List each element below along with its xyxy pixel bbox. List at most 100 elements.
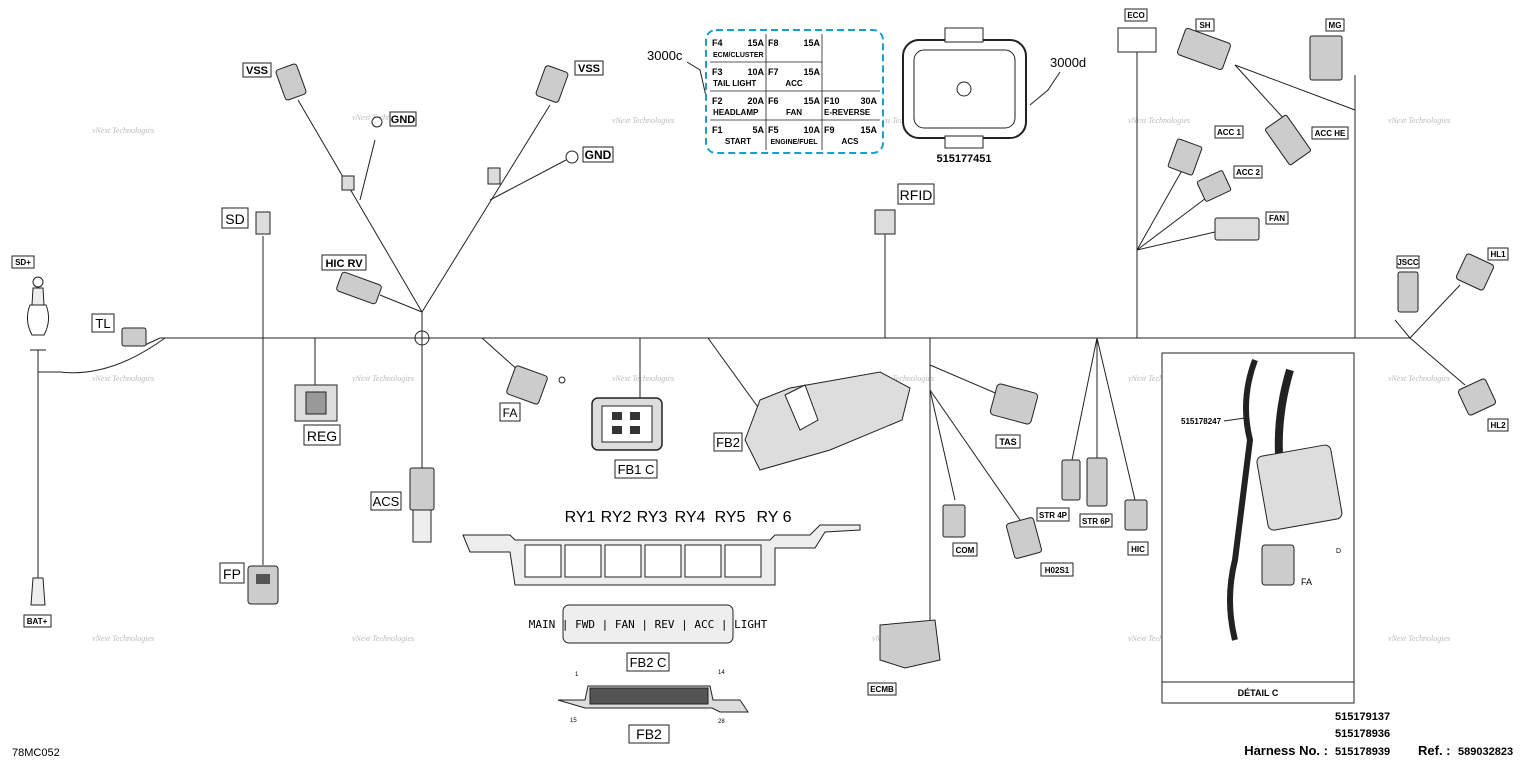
mg-connector: MG [1309,18,1345,81]
h02s1-connector: H02S1 [1005,517,1074,577]
fuse-f5-name: ENGINE/FUEL [770,139,818,146]
vss-left-label-box [242,62,272,78]
gnd-right-label: GND [585,148,612,162]
vss-right-label: VSS [578,63,600,75]
vss-left-wire [297,99,423,313]
tas-plug-icon [989,383,1039,425]
hl2-label-box [1487,418,1509,432]
fb2-latch-icon [784,384,819,431]
acs-label: ACS [373,494,400,509]
fp-label: FP [223,566,241,582]
fb2-wire [707,337,761,411]
fb1c-connector: FB1 C [591,397,663,479]
fuse-f2-amp: 20A [747,96,764,106]
acc1-wire [1136,164,1186,251]
str4p-connector: STR 4P [1036,459,1081,522]
fb2c-label: FB2 C [630,655,667,670]
watermark: vNext Technologies [1388,374,1450,383]
relay-label-ry3: RY3 [637,509,668,526]
fb2-bottom-label-box [628,724,670,744]
com-wire [929,389,956,501]
detail-c: DÉTAIL C 515178247 FA D [1161,352,1355,704]
acs-connector: ACS [370,467,435,543]
jscc-label-box [1396,255,1420,269]
fp-connector: FP [219,562,279,605]
fa-label: FA [503,406,518,420]
fuse-f6-amp: 15A [803,96,820,106]
gnd-left-label: GND [391,114,416,126]
str6p-connector: STR 6P [1079,457,1113,528]
tl-connector: TL [91,313,147,347]
fuse-cells: F4 15A ECM/CLUSTER F8 15A F3 10A TAIL LI… [712,38,877,146]
watermark: vNext Technologies [352,113,414,122]
acc1-label-box [1214,125,1244,139]
fuse-f4-amp: 15A [747,38,764,48]
hic-wire [1096,337,1136,501]
tl-label-box [91,313,115,333]
fuse-f4-name: ECM/CLUSTER [713,52,764,59]
fuse-f2-name: HEADLAMP [713,108,759,117]
fa-mount-icon [558,376,566,384]
relay-box: 515177451 3000d [902,27,1086,165]
footer: 78MC052 515179137 515178936 Harness No. … [12,711,1513,759]
fa-label-box [499,402,521,422]
bat-plus-terminal-icon [30,577,46,606]
acc1-plug-icon [1167,138,1203,176]
acc-he-label: ACC HE [1315,129,1346,138]
tas-label: TAS [999,437,1016,447]
fuse-f5-id: F5 [768,125,779,135]
hl2-label: HL2 [1490,421,1506,430]
hl1-label-box [1487,247,1509,261]
relay-box-inner [913,49,1016,129]
ref-label: Ref. : [1418,743,1451,758]
hic-connector: HIC [1124,499,1149,556]
fa-connector: FA [499,365,566,422]
relay-label-ry5: RY5 [715,509,746,526]
fuse-f9-id: F9 [824,125,835,135]
vss-right-inline-icon [487,167,501,185]
fb2c-slot-labels: MAIN | FWD | FAN | REV | ACC | LIGHT [529,618,768,631]
com-label-box [952,542,978,557]
fp-label-box [219,562,245,584]
watermark: vNext Technologies [1128,374,1190,383]
fuse-f3-amp: 10A [747,67,764,77]
fan-plug-icon [1214,217,1260,241]
sh-plug-icon [1177,27,1231,71]
relay-label-ry1: RY1 [565,509,596,526]
acc2-label-box [1233,165,1263,179]
relay-box-leader [1029,71,1061,106]
fuse-f9-amp: 15A [860,125,877,135]
harness-label: Harness No. : [1244,743,1328,758]
str4p-label: STR 4P [1039,511,1068,520]
sd-plus-terminal-icon [31,287,45,306]
acs-plug-icon [409,467,435,511]
hl1-wire [1409,284,1461,339]
jscc-wire [1394,319,1411,339]
ecmb-label: ECMB [870,685,894,694]
watermark: vNext Technologies [1128,634,1190,643]
fan-label: FAN [1269,214,1285,223]
hic-rv-connector: HIC RV [321,254,382,305]
acc2-wire [1136,194,1211,251]
hic-label-box [1127,541,1149,556]
fuse-f8-amp: 15A [803,38,820,48]
relay-slot-ry1 [524,544,562,578]
vss-right-plug-icon [535,65,569,103]
str6p-plug-icon [1086,457,1108,507]
fp-plug-icon [247,565,279,605]
gnd-left-ring-icon [371,116,383,128]
wires [37,50,1466,625]
fuse-f5-amp: 10A [803,125,820,135]
fa-wire [481,337,521,373]
rfid-label: RFID [900,187,933,203]
sd-plus-connector: SD+ [11,255,50,351]
reg-label: REG [307,428,337,444]
watermark: vNext Technologies [1388,634,1450,643]
fa-plug-icon [506,365,548,405]
acs-body-icon [412,509,432,543]
detail-c-harness [1227,358,1258,641]
ecmb-plug-icon [879,619,941,669]
h02s1-label: H02S1 [1045,566,1070,575]
bat-plus-label: BAT+ [27,617,48,626]
str6p-label: STR 6P [1082,517,1111,526]
